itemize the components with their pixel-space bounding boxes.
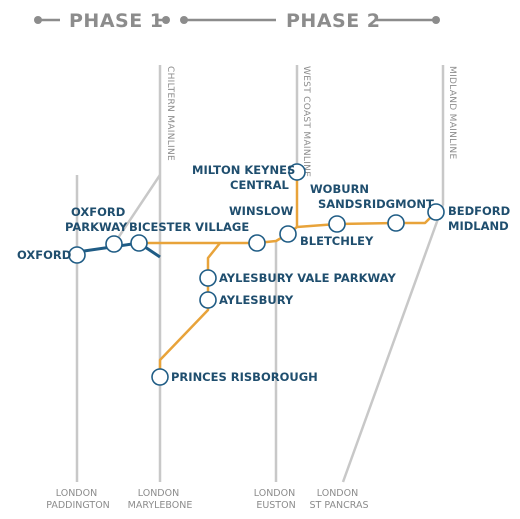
terminus-euston-line-2: EUSTON	[256, 500, 295, 511]
station-labels: OXFORD OXFORD PARKWAY BICESTER VILLAGE W…	[17, 163, 514, 384]
station-woburn-sands[interactable]	[328, 215, 346, 233]
phase-1-end-dot	[162, 16, 170, 24]
station-bletchley[interactable]	[279, 225, 297, 243]
terminus-marylebone: LONDON MARYLEBONE	[128, 488, 193, 511]
station-aylesbury[interactable]	[199, 291, 217, 309]
station-oxford[interactable]	[68, 246, 86, 264]
station-oxford-parkway[interactable]	[105, 235, 123, 253]
terminus-paddington: LONDON PADDINGTON	[46, 488, 110, 511]
phase-1-label: PHASE 1	[69, 10, 164, 32]
station-bedford-midland[interactable]	[427, 203, 445, 221]
label-ridgmont: RIDGMONT	[363, 197, 434, 211]
label-aylesbury: AYLESBURY	[219, 293, 294, 307]
label-oxford-parkway: OXFORD PARKWAY	[65, 205, 129, 234]
label-oxford: OXFORD	[17, 248, 71, 262]
label-oxford-parkway-line-2: PARKWAY	[65, 220, 128, 234]
station-ridgmont[interactable]	[387, 214, 405, 232]
label-princes-risborough: PRINCES RISBOROUGH	[171, 370, 318, 384]
phase-1-start-dot	[34, 16, 42, 24]
label-bedford-midland: BEDFORD MIDLAND	[448, 204, 514, 233]
label-woburn-sands-line-1: WOBURN	[310, 182, 369, 196]
label-woburn-sands: WOBURN SANDS	[310, 182, 373, 211]
label-milton-keynes-line-1: MILTON KEYNES	[192, 163, 295, 177]
station-bicester-village[interactable]	[130, 234, 148, 252]
terminus-st-pancras-line-1: LONDON	[317, 488, 358, 499]
label-bicester-village: BICESTER VILLAGE	[129, 220, 249, 234]
chiltern-oxford-connection	[112, 174, 162, 245]
terminus-st-pancras: LONDON ST PANCRAS	[310, 488, 369, 511]
label-milton-keynes-line-2: CENTRAL	[230, 178, 290, 192]
existing-lines	[75, 65, 445, 483]
terminus-euston-line-1: LONDON	[254, 488, 295, 499]
station-milton-keynes-central[interactable]	[288, 163, 306, 181]
terminus-paddington-line-2: PADDINGTON	[46, 500, 110, 511]
label-aylesbury-vale-parkway: AYLESBURY VALE PARKWAY	[219, 271, 396, 285]
terminus-marylebone-line-1: LONDON	[138, 488, 179, 499]
phase-2-label: PHASE 2	[286, 10, 381, 32]
aylesbury-branch	[158, 242, 221, 377]
label-woburn-sands-line-2: SANDS	[318, 197, 363, 211]
label-milton-keynes-central: MILTON KEYNES CENTRAL	[192, 163, 299, 192]
label-bedford-midland-line-1: BEDFORD	[448, 204, 510, 218]
phase-2-end-dot	[432, 16, 440, 24]
label-winslow: WINSLOW	[229, 204, 294, 218]
west-coast-mainline-label: WEST COAST MAINLINE	[301, 66, 311, 177]
station-aylesbury-vale-parkway[interactable]	[199, 269, 217, 287]
station-winslow[interactable]	[248, 234, 266, 252]
midland-mainline-label: MIDLAND MAINLINE	[447, 66, 457, 159]
chiltern-mainline-label: CHILTERN MAINLINE	[165, 66, 175, 161]
midland-mainline-south	[341, 204, 445, 483]
phase-header: PHASE 1 PHASE 2	[34, 10, 440, 32]
stations	[68, 163, 445, 386]
terminus-euston: LONDON EUSTON	[254, 488, 298, 511]
station-princes-risborough[interactable]	[151, 368, 169, 386]
label-bletchley: BLETCHLEY	[300, 234, 374, 248]
label-oxford-parkway-line-1: OXFORD	[71, 205, 125, 219]
termini-labels: LONDON PADDINGTON LONDON MARYLEBONE LOND…	[46, 488, 368, 511]
terminus-paddington-line-1: LONDON	[56, 488, 97, 499]
terminus-marylebone-line-2: MARYLEBONE	[128, 500, 193, 511]
terminus-st-pancras-line-2: ST PANCRAS	[310, 500, 369, 511]
label-bedford-midland-line-2: MIDLAND	[448, 219, 509, 233]
